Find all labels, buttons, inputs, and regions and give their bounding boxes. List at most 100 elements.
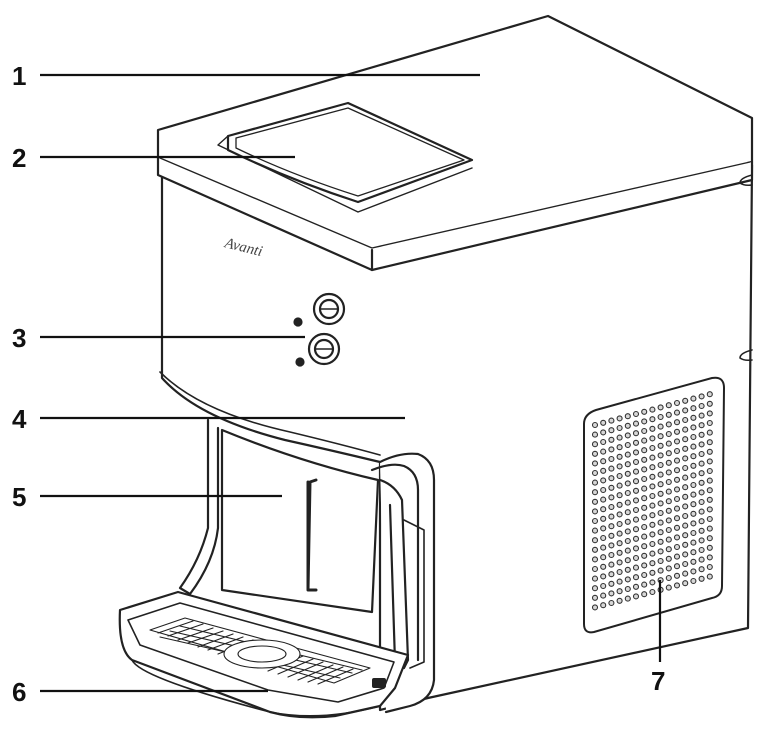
- vent-hole: [706, 506, 713, 513]
- vent-hole: [591, 441, 599, 448]
- vent-hole: [665, 411, 672, 418]
- vent-hole: [632, 420, 640, 427]
- vent-hole: [698, 489, 705, 496]
- vent-hole: [657, 538, 664, 545]
- vent-hole: [591, 585, 599, 592]
- callout-7: 7: [651, 666, 665, 696]
- vent-hole: [690, 529, 697, 537]
- vent-hole: [591, 421, 599, 429]
- vent-hole: [682, 484, 689, 491]
- vent-hole: [632, 593, 640, 600]
- vent-hole: [616, 511, 623, 518]
- vent-hole: [591, 537, 599, 544]
- vent-hole: [641, 418, 648, 425]
- vent-hole: [682, 474, 689, 481]
- vent-hole: [624, 537, 631, 545]
- vent-hole: [698, 546, 705, 554]
- vent-hole: [624, 413, 631, 420]
- vent-hole: [682, 407, 689, 414]
- vent-hole: [673, 447, 681, 455]
- vent-hole: [624, 547, 631, 554]
- vent-hole: [673, 543, 681, 551]
- vent-hole: [608, 494, 615, 501]
- vent-hole: [641, 456, 648, 463]
- vent-hole: [616, 530, 623, 537]
- vent-hole: [673, 524, 681, 531]
- vent-hole: [682, 560, 689, 568]
- vent-hole: [600, 429, 607, 436]
- vent-hole: [632, 410, 640, 418]
- vent-hole: [673, 563, 681, 570]
- drip-tray-grille: [149, 617, 371, 685]
- vent-hole: [624, 576, 631, 583]
- vent-hole: [624, 441, 631, 449]
- vent-hole: [673, 476, 681, 483]
- vent-hole: [665, 574, 672, 582]
- vent-hole: [616, 578, 623, 585]
- vent-hole: [641, 562, 648, 569]
- vent-hole: [641, 533, 648, 540]
- vent-hole: [641, 427, 648, 435]
- vent-hole: [632, 430, 640, 437]
- vent-hole: [624, 509, 631, 516]
- vent-hole: [698, 412, 705, 419]
- vent-hole: [608, 503, 615, 511]
- vent-hole: [706, 573, 713, 580]
- vent-hole: [690, 414, 697, 421]
- vent-hole: [641, 543, 648, 550]
- vent-hole: [682, 580, 689, 587]
- vent-hole: [649, 502, 656, 509]
- vent-hole: [649, 425, 656, 432]
- vent-hole: [665, 430, 672, 438]
- dispenser-frame: [178, 418, 220, 596]
- callout-5: 5: [12, 482, 26, 512]
- vent-hole: [600, 477, 607, 484]
- vent-hole: [624, 518, 631, 525]
- vent-hole: [591, 604, 599, 611]
- vent-hole: [665, 488, 672, 495]
- vent-hole: [600, 563, 607, 570]
- vent-hole: [641, 523, 648, 531]
- vent-hole: [641, 504, 648, 511]
- vent-hole: [665, 546, 672, 553]
- vent-hole: [600, 506, 607, 513]
- vent-hole: [698, 556, 705, 563]
- vent-hole: [591, 469, 599, 477]
- vent-hole: [665, 536, 672, 543]
- vent-hole: [641, 571, 648, 579]
- vent-hole: [665, 517, 672, 524]
- vent-hole: [616, 482, 623, 489]
- vent-hole: [706, 525, 713, 532]
- vent-hole: [616, 597, 623, 604]
- vent-hole: [624, 480, 631, 487]
- vent-hole: [665, 507, 672, 514]
- vent-hole: [649, 550, 656, 557]
- vent-hole: [706, 535, 713, 542]
- vent-hole: [690, 558, 697, 565]
- vent-hole: [632, 487, 640, 494]
- vent-hole: [657, 557, 664, 565]
- vent-hole: [649, 540, 656, 548]
- vent-hole: [682, 426, 689, 433]
- vent-hole: [616, 568, 623, 576]
- vent-hole: [706, 477, 713, 484]
- vent-hole: [649, 483, 656, 490]
- vent-hole: [649, 579, 656, 586]
- vent-hole: [706, 544, 713, 551]
- ice-basket-door: [220, 428, 380, 614]
- vent-hole: [698, 441, 705, 448]
- vent-hole: [690, 453, 697, 460]
- callout-2: 2: [12, 143, 26, 173]
- vent-hole: [706, 410, 713, 417]
- vent-hole: [682, 512, 689, 520]
- vent-hole: [706, 515, 713, 523]
- vent-hole: [641, 581, 648, 588]
- vent-hole: [591, 450, 599, 457]
- vent-hole: [706, 429, 713, 436]
- vent-hole: [698, 498, 705, 506]
- vent-hole: [665, 459, 672, 466]
- vent-hole: [682, 493, 689, 500]
- vent-hole: [690, 520, 697, 527]
- control-knob-upper: [312, 292, 346, 326]
- vent-hole: [608, 484, 615, 491]
